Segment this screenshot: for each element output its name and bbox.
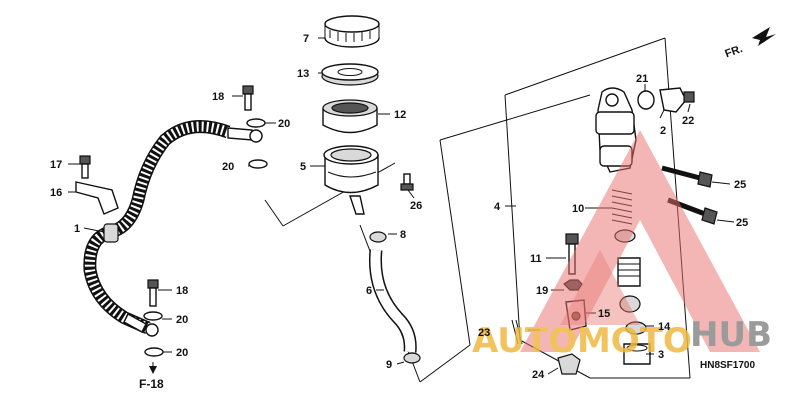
diagram-code: HN8SF1700 <box>700 360 755 371</box>
watermark-word-a: AUTOMOTO <box>472 321 692 361</box>
callout-3: 3 <box>658 349 664 361</box>
callout-20-upper-b: 20 <box>222 161 234 173</box>
watermark: AUTOMOTO HUB <box>472 130 772 361</box>
callout-8: 8 <box>400 229 406 241</box>
callout-10: 10 <box>572 203 584 215</box>
callout-25-upper: 25 <box>734 179 746 191</box>
upper-banjo-fitting <box>227 127 253 141</box>
callout-1: 1 <box>74 223 80 235</box>
upper-sealing-washer-b <box>248 159 268 169</box>
callout-2: 2 <box>660 125 666 137</box>
callout-26: 26 <box>410 200 422 212</box>
hose-grommet <box>103 223 119 243</box>
mounting-bolt-upper <box>661 165 713 188</box>
callout-14: 14 <box>658 321 671 333</box>
callout-11: 11 <box>530 253 542 265</box>
callout-9: 9 <box>386 359 392 371</box>
reservoir-diaphragm <box>322 99 378 134</box>
snap-ring <box>623 343 651 365</box>
joint-pin <box>557 353 581 375</box>
front-direction-arrow: FR. <box>723 27 776 60</box>
callout-16: 16 <box>50 187 62 199</box>
reservoir-cap <box>324 15 380 48</box>
direction-label: FR. <box>723 43 744 60</box>
callout-20-lower-a: 20 <box>176 314 188 326</box>
piston-assembly <box>617 257 641 313</box>
callout-20-lower-b: 20 <box>176 347 188 359</box>
reference-label: F-18 <box>139 377 164 391</box>
callout-12: 12 <box>394 109 406 121</box>
callout-5: 5 <box>300 161 306 173</box>
watermark-word-b: HUB <box>690 315 772 355</box>
cotter-pin <box>511 319 523 345</box>
callout-7: 7 <box>303 33 309 45</box>
callout-leaders <box>68 37 735 375</box>
lower-sealing-washer-b <box>144 347 164 357</box>
callout-23: 23 <box>478 327 490 339</box>
lower-banjo-fitting <box>123 313 147 333</box>
callout-18-lower: 18 <box>176 285 188 297</box>
hose-clamp <box>75 181 119 215</box>
callout-22: 22 <box>682 115 694 127</box>
brake-hose <box>83 120 263 337</box>
upper-sealing-washer-a <box>246 118 266 128</box>
callout-18-upper: 18 <box>212 91 224 103</box>
callout-24: 24 <box>532 369 545 381</box>
piston-boot <box>625 321 647 335</box>
clamp-bolt <box>79 155 91 179</box>
hose-clip-upper <box>369 231 387 243</box>
callout-6: 6 <box>366 285 372 297</box>
upper-banjo-bolt <box>242 85 268 169</box>
callout-17: 17 <box>50 159 62 171</box>
reference-arrow <box>149 362 157 374</box>
callout-20-upper-a: 20 <box>278 118 290 130</box>
inlet-o-ring <box>637 90 655 110</box>
reservoir-plate <box>321 63 379 86</box>
callout-15: 15 <box>598 308 610 320</box>
reservoir-body <box>323 145 379 215</box>
hose-clip-lower <box>403 352 421 364</box>
reservoir-bolt <box>400 173 414 191</box>
inlet-fitting <box>637 87 695 113</box>
callout-25-lower: 25 <box>736 217 748 229</box>
callout-21: 21 <box>636 73 648 85</box>
callout-19: 19 <box>536 285 548 297</box>
arrow-icon <box>752 27 776 46</box>
callout-labels: 7 13 12 5 26 8 6 9 4 10 11 19 15 23 24 1… <box>50 33 755 391</box>
callout-4: 4 <box>494 201 501 213</box>
lower-sealing-washer-a <box>143 311 163 321</box>
lower-banjo-bolt <box>143 279 164 357</box>
callout-13: 13 <box>297 68 309 80</box>
watermark-triangle-icon <box>520 130 760 352</box>
reservoir-hose <box>368 231 421 364</box>
inlet-screw <box>683 91 695 103</box>
